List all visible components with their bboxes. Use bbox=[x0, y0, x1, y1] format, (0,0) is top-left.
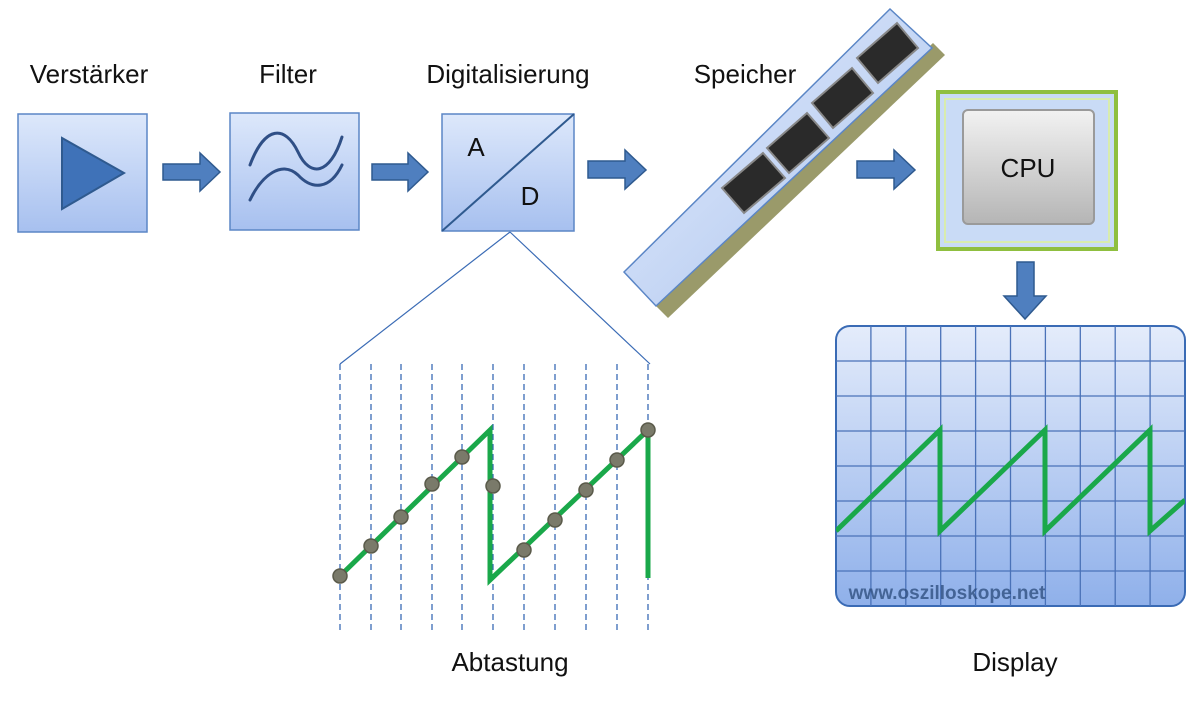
display-waveform bbox=[836, 424, 1185, 537]
amplifier-label: Verstärker bbox=[30, 59, 149, 89]
sample-point bbox=[393, 509, 409, 525]
sample-point bbox=[332, 568, 348, 584]
amplifier-block bbox=[17, 113, 148, 233]
memory-label: Speicher bbox=[694, 59, 797, 89]
arrow-cpu-to-display bbox=[1002, 261, 1048, 321]
filter-block bbox=[229, 112, 360, 231]
memory-module bbox=[622, 7, 945, 318]
arrow-adc-to-memory bbox=[587, 148, 648, 191]
sampling-plot bbox=[332, 364, 656, 632]
sample-point bbox=[578, 482, 594, 498]
memory-chips bbox=[720, 21, 920, 215]
memory-chip bbox=[810, 66, 875, 130]
arrow-filter-to-adc bbox=[371, 151, 430, 193]
sample-point bbox=[547, 512, 563, 528]
sample-point bbox=[640, 422, 656, 438]
adc-d-label: D bbox=[521, 181, 540, 211]
sampled-signal bbox=[338, 424, 651, 586]
sample-point bbox=[516, 542, 532, 558]
sample-point bbox=[363, 538, 379, 554]
filter-label: Filter bbox=[259, 59, 317, 89]
memory-chip bbox=[765, 111, 831, 175]
adc-a-label: A bbox=[467, 132, 485, 162]
memory-chip bbox=[855, 21, 920, 85]
flow-arrows bbox=[162, 148, 1048, 321]
adc-block: A D bbox=[441, 113, 575, 232]
digitization-label: Digitalisierung bbox=[426, 59, 589, 89]
sample-point bbox=[609, 452, 625, 468]
zoom-lines bbox=[339, 231, 651, 365]
cpu-label: CPU bbox=[1001, 153, 1056, 183]
amplifier-triangle-icon bbox=[61, 136, 127, 211]
arrow-amplifier-to-filter bbox=[162, 151, 222, 193]
watermark-text: www.oszilloskope.net bbox=[848, 583, 1046, 604]
sample-point bbox=[424, 476, 440, 492]
sample-point bbox=[454, 449, 470, 465]
sample-point bbox=[485, 478, 501, 494]
display-label: Display bbox=[972, 647, 1057, 677]
arrow-memory-to-cpu bbox=[856, 148, 917, 191]
display-screen: www.oszilloskope.net bbox=[835, 325, 1186, 607]
sampling-label: Abtastung bbox=[451, 647, 568, 677]
memory-chip bbox=[720, 151, 787, 215]
cpu-block: CPU bbox=[936, 90, 1118, 251]
filter-wave-icon bbox=[248, 131, 344, 202]
